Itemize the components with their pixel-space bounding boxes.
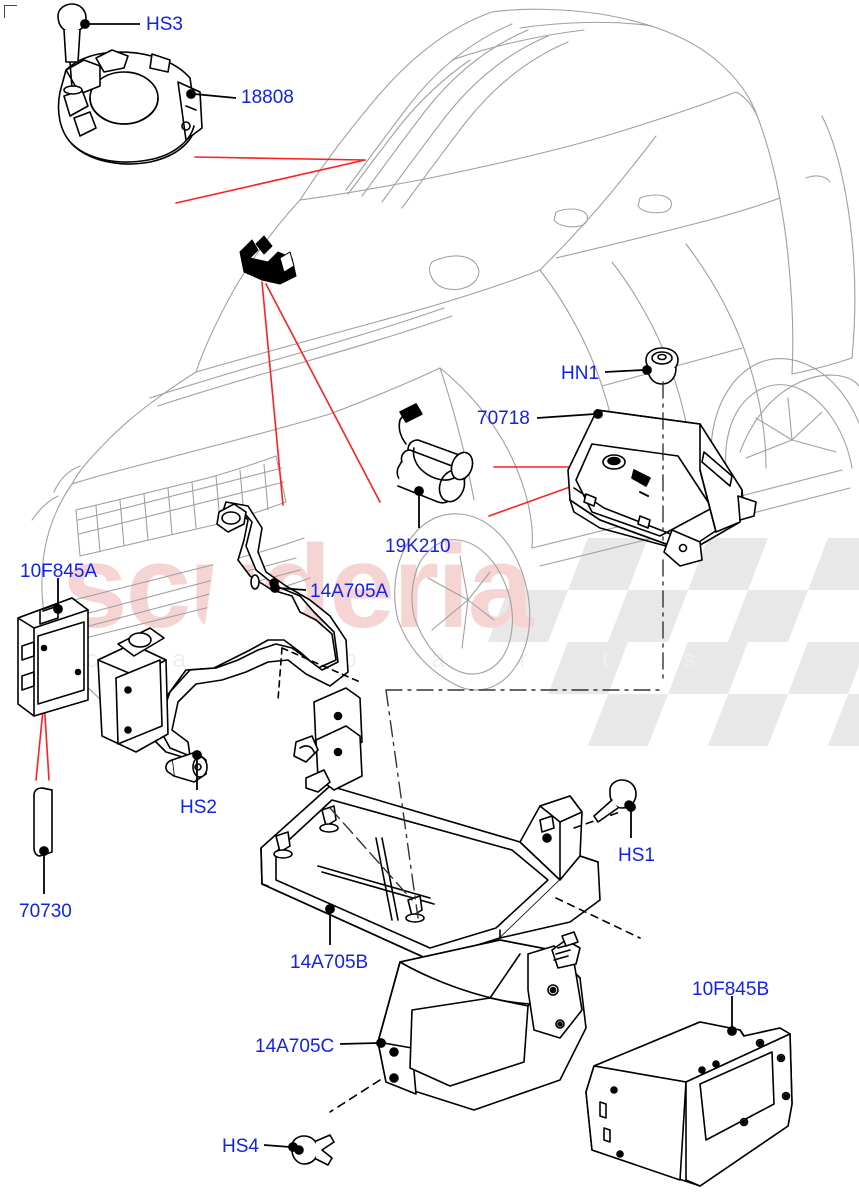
part-label-19k210[interactable]: 19K210 [385,536,451,557]
part-10f845b-module [585,1021,793,1187]
part-label-hs1[interactable]: HS1 [618,845,655,866]
part-hs4-screw [291,1134,335,1166]
part-label-14a705c[interactable]: 14A705C [255,1036,335,1057]
part-label-70718[interactable]: 70718 [477,408,530,429]
part-label-14a705a[interactable]: 14A705A [310,581,389,602]
part-14a705b-tray [260,725,641,961]
part-label-hs2[interactable]: HS2 [180,797,217,818]
watermark-tagline-text: c a r p a r t s [86,646,730,673]
part-label-70730[interactable]: 70730 [19,901,72,922]
part-19k210-battery [396,403,474,504]
part-label-hs4[interactable]: HS4 [222,1136,259,1157]
part-hs1-screw [593,779,637,823]
part-10f845a-module [17,597,89,717]
part-18808-speaker [57,49,203,165]
part-label-14a705b[interactable]: 14A705B [290,952,369,973]
part-hn1-nut [645,347,679,385]
part-label-hs3[interactable]: HS3 [146,14,183,35]
part-70718-module-tray [567,409,757,567]
part-windscreen-bracket [239,235,297,285]
part-hs3-screw [57,3,87,95]
part-label-10f845a[interactable]: 10F845A [20,561,98,582]
part-70730-pad [33,787,53,857]
registration-corner-mark [4,5,17,18]
part-label-10f845b[interactable]: 10F845B [692,979,770,1000]
part-label-18808[interactable]: 18808 [241,87,294,108]
checkered-flag-icon [488,538,859,746]
part-14a705c-bracket [329,931,587,1113]
part-label-hn1[interactable]: HN1 [561,363,600,384]
